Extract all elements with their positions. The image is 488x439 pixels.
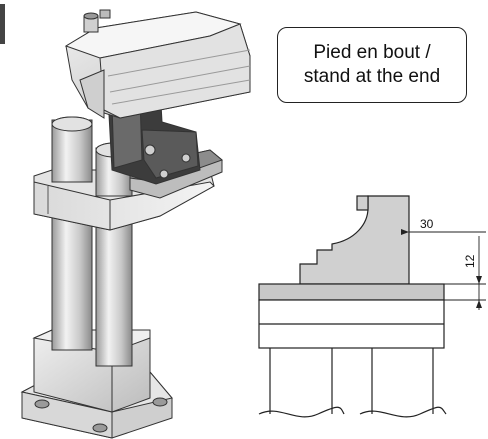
dim-12-label: 12 xyxy=(463,254,477,268)
dim-30-label: 30 xyxy=(420,217,434,231)
support-plate xyxy=(258,283,445,301)
part-tab xyxy=(356,195,369,211)
caption-box: Pied en bout / stand at the end xyxy=(277,27,467,103)
part-profile xyxy=(299,195,410,285)
caption-line-1: Pied en bout / xyxy=(313,42,431,63)
gripper-body xyxy=(64,11,251,119)
side-view-drawing xyxy=(258,195,486,418)
edge-strip xyxy=(0,4,5,44)
air-fitting xyxy=(83,9,111,33)
caption-line-2: stand at the end xyxy=(303,66,441,87)
stand-illustration xyxy=(0,4,251,439)
break-line-right xyxy=(359,406,447,418)
dim-30-arrow xyxy=(401,229,409,235)
break-line-left xyxy=(258,406,345,418)
